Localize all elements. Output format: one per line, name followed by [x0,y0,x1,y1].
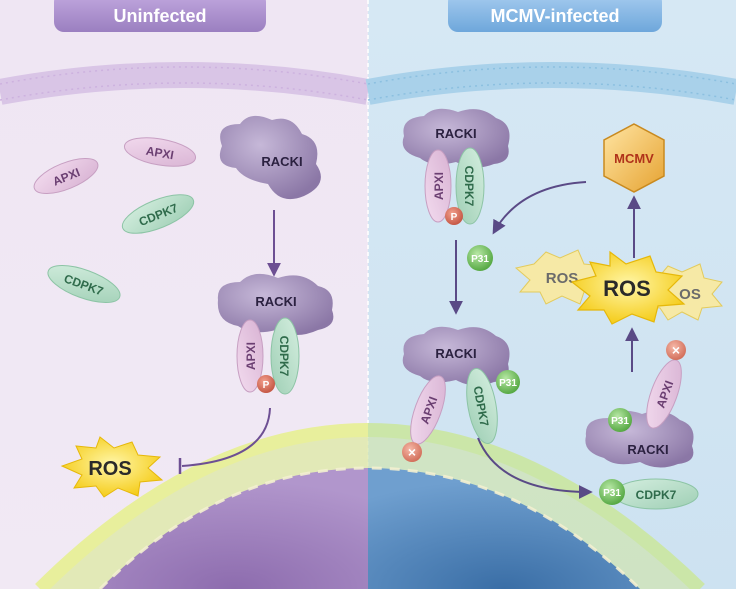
racki-complex-right-top: RACKI APXI CDPK7 P [402,108,510,225]
mcmv-infected-title: MCMV-infected [490,6,619,26]
arrow-to-p31-cdpk7 [477,437,593,499]
p31-label: P31 [611,416,629,427]
apxi-free-2: APXI [123,137,197,167]
x-mark-apxi [402,442,422,462]
ros-burst-right-main: ROS [570,250,686,325]
ros-burst-left: ROS [60,436,164,498]
plasma-membrane-right [365,62,736,105]
phospho-p [445,207,463,225]
racki-complex-right-bottom: RACKI APXI P31 × [585,340,694,468]
phospho-p-label: P [263,380,270,391]
plasma-membrane-left [0,62,371,105]
racki-complex-left: RACKI APXI CDPK7 P [217,273,334,395]
x-mark-label: × [408,444,416,460]
p31-bound [496,370,520,394]
mcmv-virion: MCMV [603,123,665,193]
ros-label: ROS [88,458,131,480]
x-mark-apxi [666,340,686,360]
cdpk7-free-2: CDPK7 [47,265,121,303]
phospho-p-label: P [451,212,458,223]
cdpk7-label: CDPK7 [462,166,476,207]
arrow-mcmv-to-p31 [492,181,587,235]
x-mark-label: × [672,342,680,358]
tab-uninfected: Uninfected [54,0,266,32]
racki-free: RACKI [219,115,321,200]
racki-label: RACKI [261,154,302,169]
cdpk7-label: CDPK7 [277,336,291,377]
racki-label: RACKI [435,346,476,361]
ros-partial-label: OS [679,286,701,303]
cdpk7-free-1: CDPK7 [121,194,195,234]
p31-label: P31 [471,254,489,265]
cdpk7-label: CDPK7 [636,488,677,502]
apxi-label: APXI [244,342,258,370]
tab-mcmv-infected: MCMV-infected [448,0,662,32]
p31-label: P31 [603,488,621,499]
racki-label: RACKI [255,294,296,309]
uninfected-title: Uninfected [113,6,206,26]
p31-free: P31 [467,245,493,271]
nucleus [35,423,705,589]
inhibition-line [181,407,271,467]
racki-complex-right-mid: RACKI APXI CDPK7 P31 × [402,326,520,462]
apxi-label: APXI [432,172,446,200]
apxi-free-1: APXI [33,157,99,195]
p31-label: P31 [499,378,517,389]
phospho-p [257,375,275,393]
apxi-label: APXI [145,144,175,163]
racki-label: RACKI [627,442,668,457]
ros-label: ROS [603,276,651,301]
p31-cdpk7-pair: CDPK7 P31 [599,478,699,510]
racki-label: RACKI [435,126,476,141]
mcmv-label: MCMV [614,151,654,166]
ros-partial-label: ROS [546,270,579,287]
